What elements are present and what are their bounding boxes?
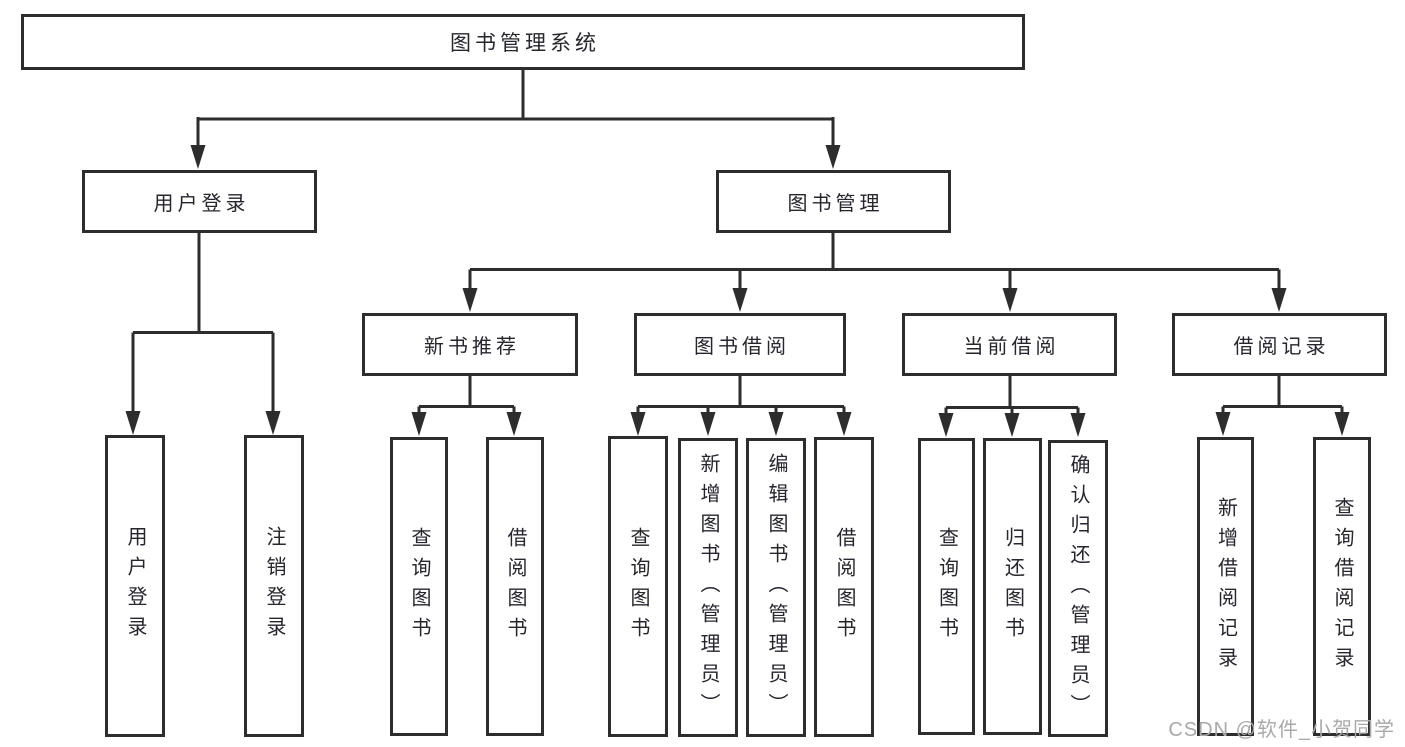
node-leaf-add-borrow-record: 新增借阅记录 bbox=[1197, 437, 1254, 736]
node-leaf-borrow-book-2: 借阅图书 bbox=[814, 437, 874, 737]
node-leaf-borrow-book-1: 借阅图书 bbox=[486, 437, 544, 736]
node-borrow-record: 借阅记录 bbox=[1172, 313, 1387, 376]
node-leaf-add-book-admin: 新增图书（管理员） bbox=[678, 438, 738, 737]
node-leaf-logout: 注销登录 bbox=[244, 435, 304, 737]
node-new-book-recommend: 新书推荐 bbox=[362, 313, 578, 376]
node-book-borrow: 图书借阅 bbox=[634, 313, 846, 376]
node-root: 图书管理系统 bbox=[21, 14, 1025, 70]
node-leaf-query-borrow-record: 查询借阅记录 bbox=[1313, 437, 1371, 736]
node-leaf-user-login: 用户登录 bbox=[105, 435, 165, 737]
node-leaf-query-book-2: 查询图书 bbox=[608, 436, 668, 737]
csdn-watermark: CSDN @软件_小贺同学 bbox=[1168, 719, 1395, 741]
node-leaf-edit-book-admin: 编辑图书（管理员） bbox=[746, 438, 806, 737]
arrowheads bbox=[125, 145, 1350, 437]
node-current-borrow: 当前借阅 bbox=[902, 313, 1117, 376]
node-user-login: 用户登录 bbox=[82, 170, 317, 233]
node-leaf-return-book: 归还图书 bbox=[983, 438, 1042, 735]
node-book-management: 图书管理 bbox=[716, 170, 951, 233]
node-leaf-query-book-1: 查询图书 bbox=[390, 437, 448, 736]
node-leaf-confirm-return-admin: 确认归还（管理员） bbox=[1048, 440, 1108, 737]
node-leaf-query-book-3: 查询图书 bbox=[918, 438, 975, 735]
